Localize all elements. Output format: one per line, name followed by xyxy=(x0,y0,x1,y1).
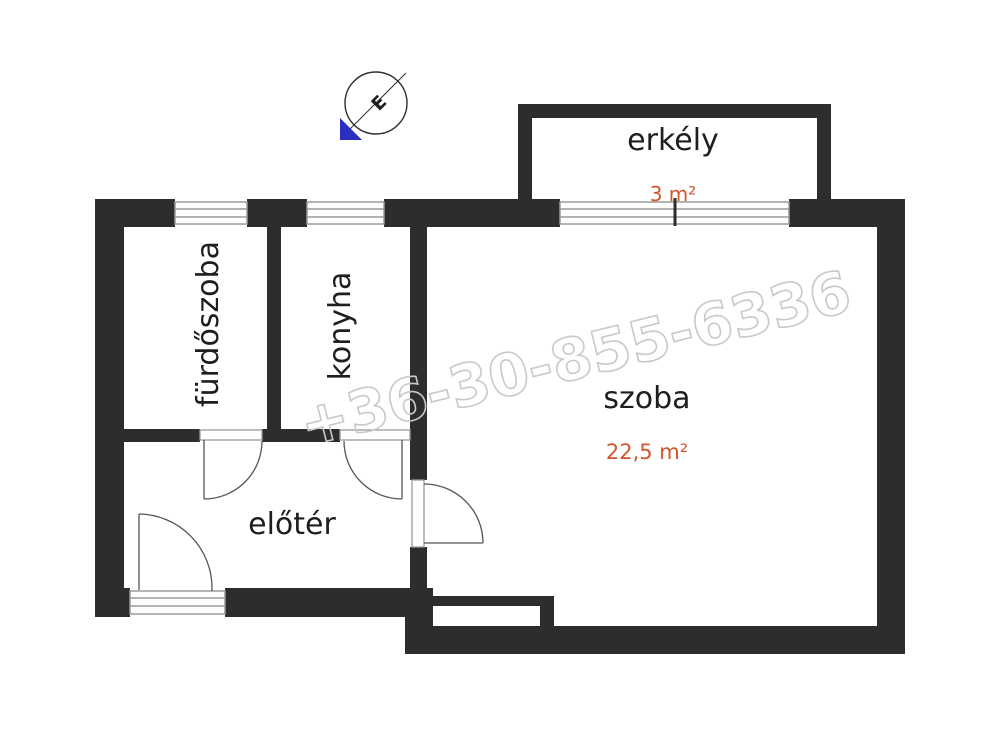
wall-balcony-left xyxy=(518,104,532,204)
wall-bottom-left-b xyxy=(225,588,425,617)
wall-top-mid2 xyxy=(384,199,560,227)
walls xyxy=(95,104,905,654)
window-entrance xyxy=(129,590,226,615)
watermark-phone: +36-30-855-6336 xyxy=(293,257,857,460)
area-label-balcony: 3 m² xyxy=(650,182,697,206)
window-bathroom xyxy=(174,201,248,225)
door-kitchen xyxy=(339,429,411,500)
door-entrance xyxy=(138,513,213,591)
wall-partition-kitchen-room xyxy=(410,227,427,480)
wall-partition-kitchen-room-lower xyxy=(410,547,427,590)
wall-bottom xyxy=(405,626,905,654)
doors xyxy=(138,429,484,591)
room-label-bathroom: fürdőszoba xyxy=(191,241,226,407)
wall-bottom-left-a xyxy=(95,588,130,617)
compass: E xyxy=(340,71,408,140)
wall-balcony-right xyxy=(817,104,831,204)
wall-balcony-top xyxy=(518,104,831,118)
door-room xyxy=(411,479,484,548)
door-bathroom xyxy=(199,429,263,500)
compass-needle xyxy=(345,72,407,134)
area-label-room: 22,5 m² xyxy=(606,440,688,464)
room-label-hallway: előtér xyxy=(248,507,336,542)
room-label-kitchen: konyha xyxy=(323,272,358,381)
window-kitchen xyxy=(306,201,385,225)
compass-marker-icon xyxy=(340,118,362,140)
room-label-room: szoba xyxy=(603,381,690,416)
wall-right xyxy=(877,199,905,654)
wall-kitchen-bottom-a xyxy=(262,429,340,442)
wall-top-mid1 xyxy=(247,199,307,227)
wall-niche-right xyxy=(540,596,554,630)
wall-left xyxy=(95,199,124,617)
wall-niche-top xyxy=(423,596,554,606)
wall-bath-bottom xyxy=(124,429,200,442)
room-label-balcony: erkély xyxy=(627,123,719,158)
wall-partition-bath-kitchen xyxy=(267,227,281,442)
